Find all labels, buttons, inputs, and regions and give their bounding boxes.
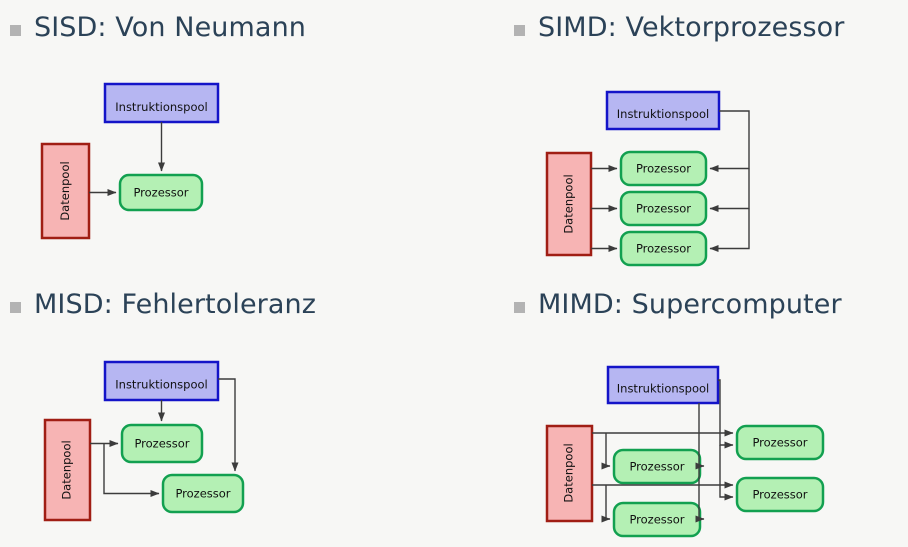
headline-simd: SIMD: Vektorprozessor <box>514 14 845 41</box>
headline-mimd: MIMD: Supercomputer <box>514 291 842 318</box>
quadrant-sisd: SISD: Von Neumann Instruktionspool Daten… <box>0 0 454 270</box>
bullet-square-icon <box>514 302 525 313</box>
node-processor: Prozessor <box>619 150 708 187</box>
node-instruction-pool: Instruktionspool <box>606 365 720 405</box>
edge-instruction-to-processor-2 <box>709 168 750 212</box>
node-instruction-pool: Instruktionspool <box>605 90 721 131</box>
node-processor: Prozessor <box>619 230 708 267</box>
node-processor: Prozessor <box>619 190 708 227</box>
node-label: Datenpool <box>60 440 74 499</box>
node-processor: Prozessor <box>612 448 702 485</box>
node-label: Prozessor <box>175 487 230 501</box>
edge-instruction-to-right-processor-2 <box>719 445 734 501</box>
node-label: Prozessor <box>134 437 189 451</box>
node-label: Instruktionspool <box>115 100 207 114</box>
node-processor: Prozessor <box>735 424 825 461</box>
bullet-square-icon <box>514 25 525 36</box>
node-data-pool: Datenpool <box>545 424 594 523</box>
node-processor: Prozessor <box>120 423 204 464</box>
node-label: Instruktionspool <box>617 107 709 121</box>
edge-data-to-left-processor-2 <box>601 485 611 523</box>
node-label: Instruktionspool <box>617 382 709 396</box>
node-instruction-pool: Instruktionspool <box>103 360 220 402</box>
node-label: Instruktionspool <box>115 378 207 392</box>
edge-instruction-to-left-processor-2 <box>695 466 705 523</box>
edge-instruction-to-processor-1 <box>709 110 750 172</box>
edge-data-to-processor-2 <box>103 443 160 497</box>
edge-instruction-to-processor-3 <box>709 208 750 252</box>
node-label: Datenpool <box>562 443 576 502</box>
page-title-simd: SIMD: Vektorprozessor <box>538 12 845 43</box>
page-title-mimd: MIMD: Supercomputer <box>538 289 842 320</box>
headline-misd: MISD: Fehlertoleranz <box>10 291 316 318</box>
node-label: Prozessor <box>752 436 807 450</box>
node-processor: Prozessor <box>118 173 204 212</box>
node-label: Prozessor <box>636 162 691 176</box>
quadrant-misd: MISD: Fehlertoleranz Instruktionspool Da… <box>0 277 454 547</box>
node-label: Prozessor <box>636 242 691 256</box>
edge-instruction-to-processor-2 <box>218 378 239 472</box>
node-data-pool: Datenpool <box>43 418 92 522</box>
node-label: Prozessor <box>752 488 807 502</box>
page-title-misd: MISD: Fehlertoleranz <box>34 289 317 320</box>
node-label: Prozessor <box>629 460 684 474</box>
bullet-square-icon <box>10 302 21 313</box>
node-instruction-pool: Instruktionspool <box>103 82 220 124</box>
node-data-pool: Datenpool <box>545 151 593 257</box>
node-processor: Prozessor <box>612 501 702 538</box>
quadrant-mimd: MIMD: Supercomputer Instruktionspool Dat… <box>454 277 908 547</box>
node-data-pool: Datenpool <box>40 142 91 240</box>
diagram-mimd: Instruktionspool Datenpool Prozessor Pro… <box>454 333 908 547</box>
diagram-simd: Instruktionspool Datenpool Prozessor Pro… <box>454 56 908 270</box>
node-processor: Prozessor <box>161 473 245 514</box>
node-label: Datenpool <box>562 174 576 233</box>
node-label: Prozessor <box>636 202 691 216</box>
quadrant-simd: SIMD: Vektorprozessor Instruktionspool D… <box>454 0 908 270</box>
headline-sisd: SISD: Von Neumann <box>10 14 306 41</box>
edge-data-to-left-processor-1 <box>601 433 611 470</box>
diagram-sisd: Instruktionspool Datenpool Prozessor <box>0 56 454 270</box>
node-label: Prozessor <box>629 513 684 527</box>
edge-instruction-to-right-processor-1 <box>718 379 734 449</box>
node-label: Datenpool <box>58 161 72 220</box>
bullet-square-icon <box>10 25 21 36</box>
node-processor: Prozessor <box>735 476 825 513</box>
diagram-misd: Instruktionspool Datenpool Prozessor Pro… <box>0 333 454 547</box>
node-label: Prozessor <box>133 186 188 200</box>
page-title-sisd: SISD: Von Neumann <box>34 12 306 43</box>
